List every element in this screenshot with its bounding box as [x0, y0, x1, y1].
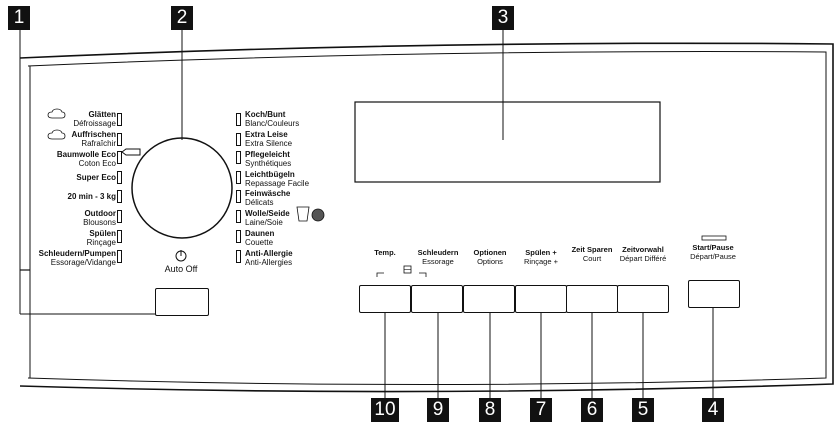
led — [117, 250, 122, 263]
led — [117, 210, 122, 223]
led — [236, 210, 241, 223]
led — [117, 113, 122, 126]
temp-label: Temp. — [374, 248, 396, 257]
callout-2: 2 — [171, 6, 193, 30]
steam-cloud-icon — [47, 108, 66, 140]
knob-pointer — [121, 148, 141, 156]
callout-9: 9 — [427, 398, 449, 422]
callout-10: 10 — [371, 398, 399, 422]
led — [117, 133, 122, 146]
callout-5: 5 — [632, 398, 654, 422]
wool-icon — [311, 208, 325, 222]
program-knob — [131, 137, 233, 239]
led — [236, 113, 241, 126]
led — [236, 250, 241, 263]
optionen-button[interactable] — [463, 285, 515, 313]
zeit-sparen-button[interactable] — [566, 285, 618, 313]
spuelen-plus-button[interactable] — [515, 285, 567, 313]
callout-7: 7 — [530, 398, 552, 422]
temp-button[interactable] — [359, 285, 411, 313]
callout-6: 6 — [581, 398, 603, 422]
led — [236, 133, 241, 146]
spuelen-plus-label: Spülen +Rinçage + — [524, 248, 558, 266]
zeitvorwahl-button[interactable] — [617, 285, 669, 313]
start-indicator — [701, 235, 727, 241]
auto-off-label: Auto Off — [164, 264, 198, 274]
drawer-handle[interactable] — [155, 288, 209, 316]
led — [236, 171, 241, 184]
led — [117, 171, 122, 184]
led — [117, 190, 122, 203]
program-super-eco: Super Eco — [76, 173, 116, 182]
callout-1: 1 — [8, 6, 30, 30]
handwash-icon — [296, 206, 310, 222]
display-window — [354, 101, 661, 183]
program-20min: 20 min - 3 kg — [67, 192, 116, 201]
led — [236, 230, 241, 243]
led — [117, 230, 122, 243]
led — [236, 151, 241, 164]
led — [236, 190, 241, 203]
callout-8: 8 — [479, 398, 501, 422]
start-pause-button[interactable] — [688, 280, 740, 308]
callout-4: 4 — [702, 398, 724, 422]
callout-3: 3 — [492, 6, 514, 30]
led — [117, 151, 122, 164]
schleudern-button[interactable] — [411, 285, 463, 313]
